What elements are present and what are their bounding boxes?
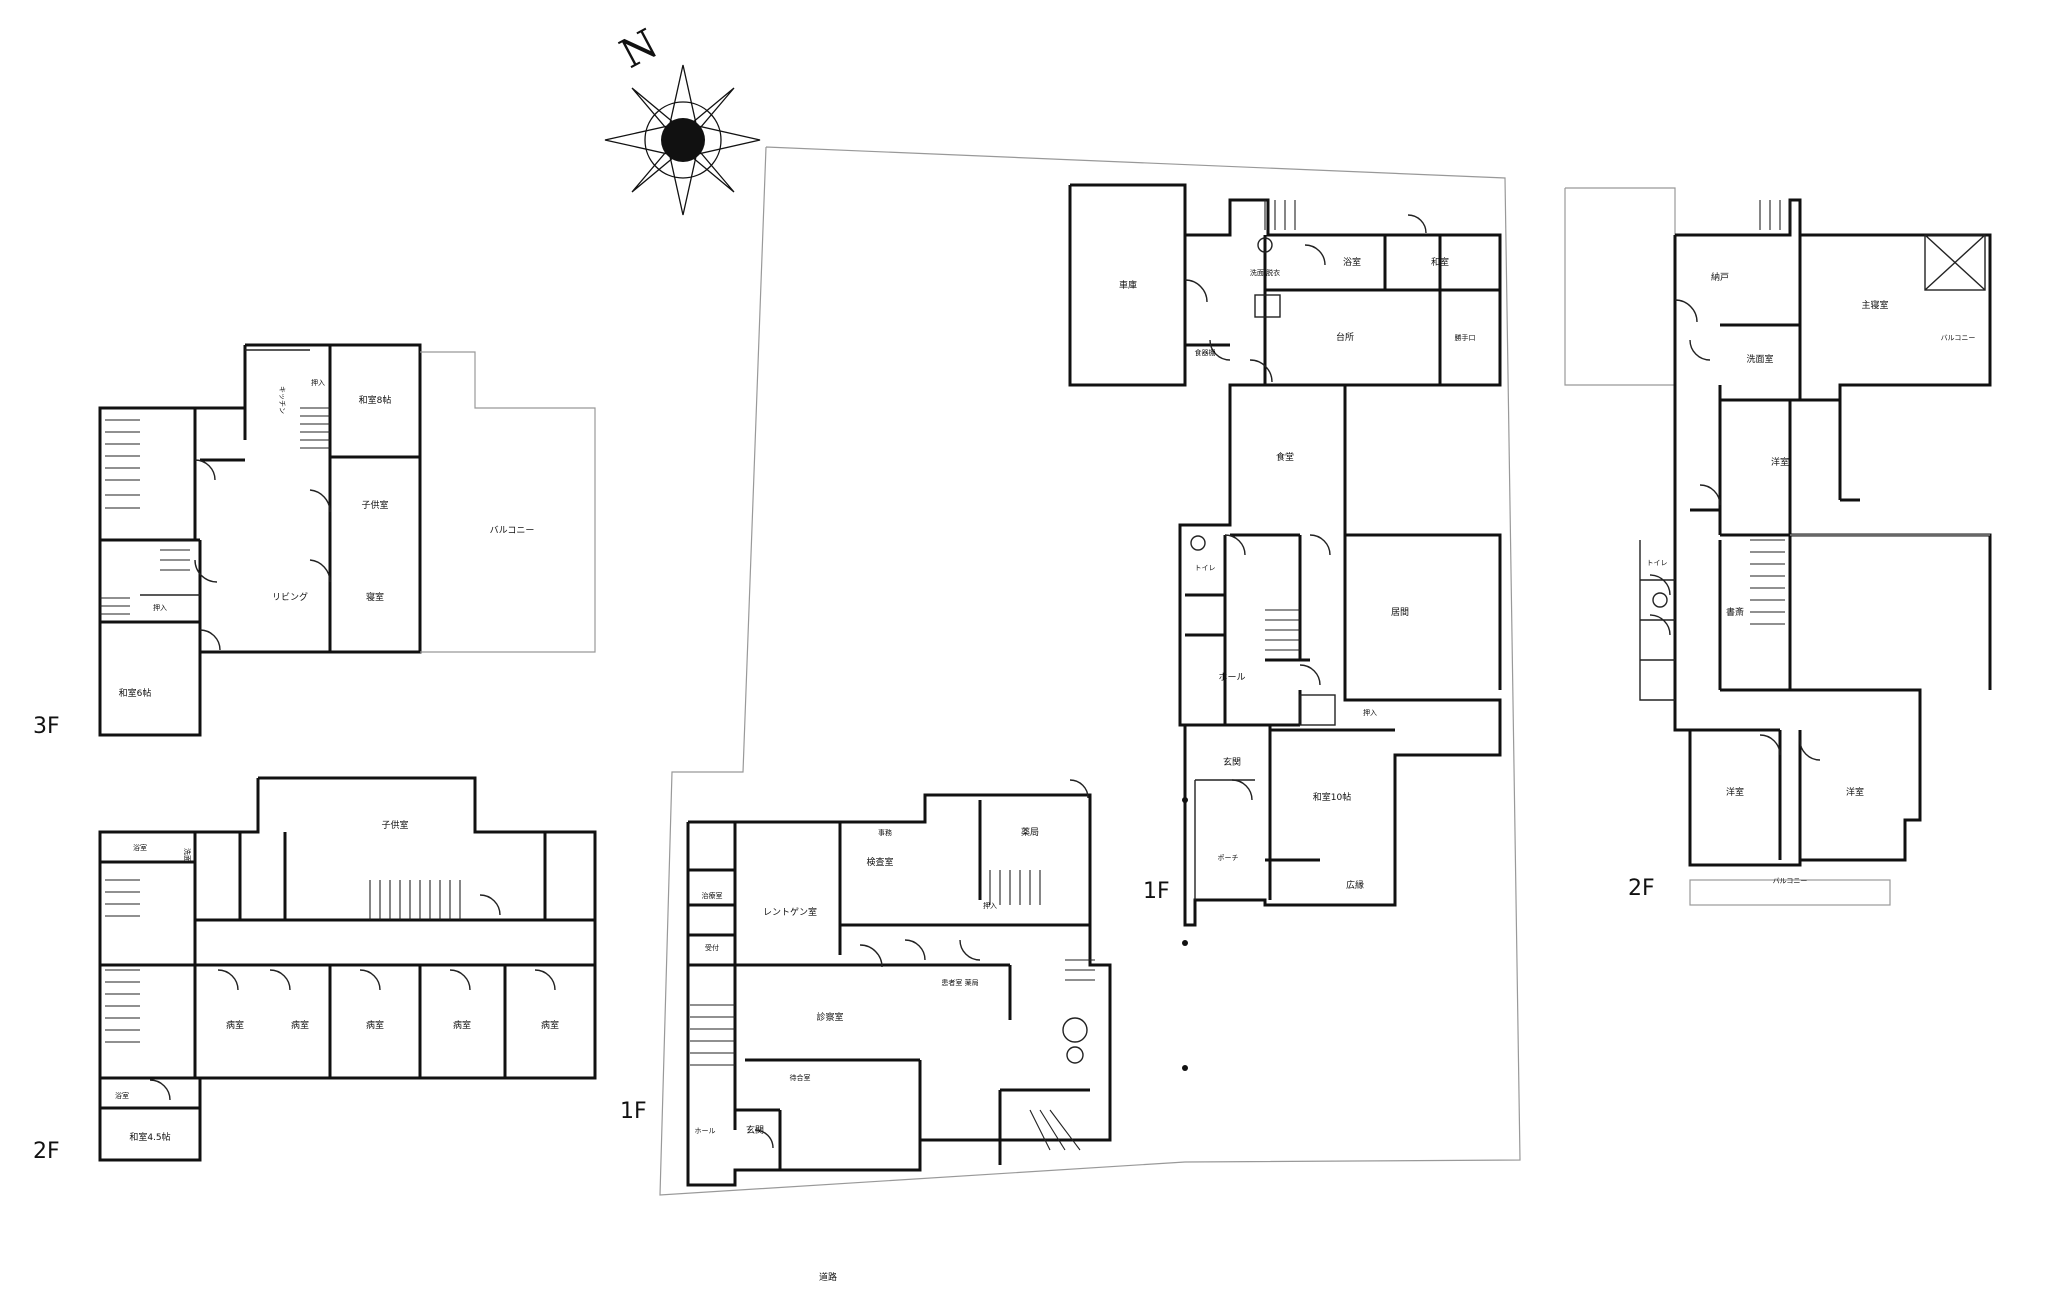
room-label: 押入 (1363, 708, 1377, 717)
room-label: 洋室 (1846, 786, 1864, 798)
room-label: 納戸 (1711, 271, 1729, 283)
room-label: 書斎 (1726, 606, 1744, 618)
room-label: 診察室 (816, 1011, 843, 1023)
room-label: 浴室 (115, 1091, 129, 1100)
room-label: 病室 (291, 1019, 309, 1031)
floor-label: 2F (1628, 876, 1655, 901)
room-label: 薬局 (1021, 826, 1039, 838)
room-label: 洗面 (183, 848, 192, 862)
plan-right-1f: 車庫 洗面 脱衣 浴室 和室 食器棚 台所 勝手口 食堂 トイレ 居間 ホール … (1068, 183, 1502, 1071)
plan-left-2f: 子供室 浴室 洗面 病室 病室 病室 病室 病室 浴室 和室4.5帖 2F (33, 776, 597, 1164)
plan-left-1f: レントゲン室 治療室 検査室 薬局 受付 診察室 患者室 薬局 押入 ホール 玄… (620, 779, 1112, 1187)
room-label: 食堂 (1276, 451, 1294, 463)
room-label: 病室 (226, 1019, 244, 1031)
floor-label: 1F (1143, 879, 1170, 904)
room-label: 子供室 (361, 499, 388, 511)
room-label: 車庫 (1119, 279, 1137, 291)
room-label: ホール (1218, 672, 1245, 683)
room-label: 洋室 (1771, 456, 1789, 468)
room-label: 押入 (153, 603, 167, 612)
room-label: 検査室 (866, 856, 893, 868)
room-label: 押入 (311, 378, 325, 387)
room-label: 事務 (878, 828, 892, 837)
floor-label: 1F (620, 1099, 647, 1124)
room-label: ホール (695, 1127, 716, 1135)
room-label: 子供室 (381, 819, 408, 831)
room-label: 洗面室 (1746, 353, 1773, 365)
room-label: トイレ (1647, 559, 1668, 567)
room-label: 待合室 (790, 1073, 811, 1082)
room-label: 病室 (366, 1019, 384, 1031)
room-label: レントゲン室 (763, 906, 817, 918)
room-label: 玄関 (746, 1124, 764, 1136)
room-label: 患者室 薬局 (941, 978, 978, 987)
room-label: キッチン (278, 386, 286, 414)
room-label: 治療室 (702, 891, 723, 900)
room-label: 勝手口 (1455, 333, 1476, 342)
room-label: 押入 (983, 901, 997, 910)
road-label: 道路 (819, 1271, 837, 1283)
north-label: N (613, 21, 665, 78)
room-label: 受付 (705, 943, 719, 952)
room-label: 寝室 (366, 591, 384, 603)
room-label: バルコニー (490, 525, 535, 536)
room-label: トイレ (1195, 564, 1216, 572)
room-label: 玄関 (1223, 756, 1241, 768)
room-label: 主寝室 (1861, 299, 1888, 311)
room-label: ポーチ (1218, 854, 1239, 862)
room-label: 広縁 (1346, 879, 1364, 891)
room-label: 居間 (1391, 607, 1409, 618)
room-label: 和室10帖 (1313, 791, 1351, 803)
room-label: 病室 (453, 1019, 471, 1031)
compass-rose: N (604, 21, 761, 216)
room-label: バルコニー (1773, 877, 1808, 885)
room-label: リビング (272, 591, 308, 603)
room-label: バルコニー (1941, 334, 1976, 342)
room-label: 和室6帖 (119, 687, 152, 699)
room-label: 和室4.5帖 (129, 1131, 170, 1143)
site-boundary (659, 146, 1521, 1196)
floor-label: 3F (33, 714, 60, 739)
floor-label: 2F (33, 1139, 60, 1164)
room-label: 病室 (541, 1019, 559, 1031)
room-label: 洗面 脱衣 (1250, 268, 1280, 277)
compass-center-icon (661, 118, 705, 162)
room-label: 浴室 (1343, 256, 1361, 268)
room-label: 浴室 (133, 843, 147, 852)
room-label: 台所 (1336, 331, 1354, 343)
plan-right-2f: 納戸 主寝室 洗面室 バルコニー 洋室 トイレ 書斎 洋室 洋室 バルコニー 2… (1564, 187, 1992, 906)
plan-left-3f: 和室8帖 キッチン 押入 子供室 リビング 寝室 押入 和室6帖 バルコニー 3… (33, 343, 596, 739)
room-label: 食器棚 (1195, 348, 1216, 357)
room-label: 洋室 (1726, 786, 1744, 798)
room-label: 和室 (1431, 256, 1449, 268)
room-label: 和室8帖 (359, 394, 392, 406)
